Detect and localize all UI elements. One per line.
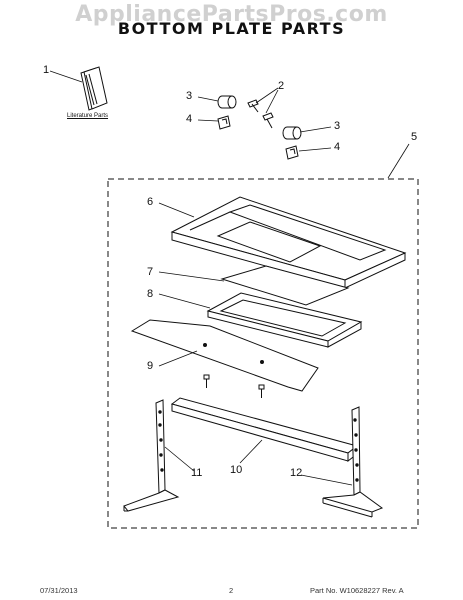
footer-part-no: Part No. W10628227 Rev. A xyxy=(310,586,404,595)
callout-1: 1 xyxy=(43,64,50,76)
bottom-plate-top xyxy=(170,196,407,289)
callout-6: 6 xyxy=(147,196,154,208)
callout-4-right: 4 xyxy=(334,141,341,153)
callout-11: 11 xyxy=(191,467,203,479)
right-side-bracket xyxy=(322,406,384,518)
literature-booklet xyxy=(80,66,108,111)
callout-4-left: 4 xyxy=(186,113,193,125)
leader-lines xyxy=(49,70,410,486)
callout-2: 2 xyxy=(278,80,285,92)
front-bracket xyxy=(170,397,359,463)
plate-screws xyxy=(203,374,265,398)
page-title: BOTTOM PLATE PARTS xyxy=(117,19,346,38)
callout-9: 9 xyxy=(147,360,154,372)
literature-parts-label: Literature Parts xyxy=(67,113,109,119)
left-side-bracket xyxy=(123,399,180,512)
hardware-parts xyxy=(217,95,302,160)
callout-3-right: 3 xyxy=(334,120,341,132)
callout-3-left: 3 xyxy=(186,90,193,102)
footer-date: 07/31/2013 xyxy=(40,586,78,595)
callout-8: 8 xyxy=(147,288,154,300)
callout-10: 10 xyxy=(230,464,243,476)
watermark-text: AppliancePartsPros.com xyxy=(75,2,388,27)
grease-tray xyxy=(206,292,363,348)
footer-page: 2 xyxy=(229,586,234,595)
filter-pad xyxy=(220,265,350,306)
callout-12: 12 xyxy=(290,467,303,479)
callout-5: 5 xyxy=(411,131,418,143)
bottom-plate xyxy=(130,319,319,392)
assembly-frame xyxy=(107,178,419,529)
callout-7: 7 xyxy=(147,266,154,278)
